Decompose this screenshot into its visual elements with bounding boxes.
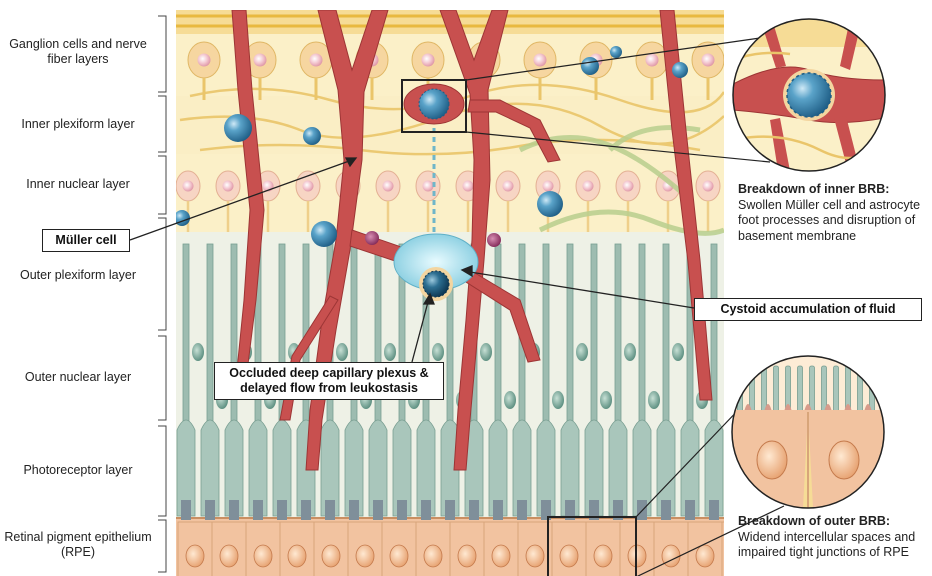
- layer-label-inner-plexiform: Inner plexiform layer: [4, 117, 152, 132]
- layer-label-rpe: Retinal pigment epithelium (RPE): [4, 530, 152, 560]
- rpe-cell: [518, 522, 552, 576]
- rpe-cell: [586, 522, 620, 576]
- inner-brb-note: Breakdown of inner BRB: Swollen Müller c…: [738, 182, 928, 244]
- layer-label-outer-nuclear: Outer nuclear layer: [4, 370, 152, 385]
- layer-label-outer-plexiform: Outer plexiform layer: [4, 268, 152, 283]
- layer-brackets: [158, 16, 166, 572]
- rpe-cell: [416, 522, 450, 576]
- layer-label-photoreceptor: Photoreceptor layer: [4, 463, 152, 478]
- outer-nucleus: [480, 343, 492, 361]
- outer-nucleus: [576, 343, 588, 361]
- rpe-cell: [382, 522, 416, 576]
- rpe-cell: [484, 522, 518, 576]
- outer-nucleus: [672, 343, 684, 361]
- rpe-cell: [314, 522, 348, 576]
- outer-nucleus: [432, 343, 444, 361]
- rpe-cell: [246, 522, 280, 576]
- occluded-capillary-top: [419, 89, 449, 119]
- inner-brb-body: Swollen Müller cell and astrocyte foot p…: [738, 198, 920, 243]
- rpe-cell: [654, 522, 688, 576]
- outer-nucleus: [600, 391, 612, 409]
- layer-label-inner-nuclear: Inner nuclear layer: [4, 177, 152, 192]
- rpe-cells: [178, 522, 756, 576]
- outer-nucleus: [336, 343, 348, 361]
- outer-nucleus: [624, 343, 636, 361]
- muller-cell-label: Müller cell: [42, 229, 130, 252]
- occluded-capillary-label: Occluded deep capillary plexus & delayed…: [214, 362, 444, 400]
- outer-brb-zoom-circle: [732, 356, 884, 510]
- rpe-cell: [348, 522, 382, 576]
- cystoid-fluid-label: Cystoid accumulation of fluid: [694, 298, 922, 321]
- outer-nucleus: [648, 391, 660, 409]
- inner-brb-zoom-circle: [733, 19, 885, 171]
- rpe-cell: [212, 522, 246, 576]
- rpe-cell: [178, 522, 212, 576]
- outer-nucleus: [552, 391, 564, 409]
- inner-brb-title: Breakdown of inner BRB:: [738, 182, 928, 198]
- outer-brb-title: Breakdown of outer BRB:: [738, 514, 928, 530]
- layer-label-ganglion: Ganglion cells and nerve fiber layers: [4, 37, 152, 67]
- occluded-deep-capillary: [423, 271, 449, 297]
- rpe-cell: [280, 522, 314, 576]
- outer-nucleus: [384, 343, 396, 361]
- outer-nucleus: [504, 391, 516, 409]
- outer-brb-note: Breakdown of outer BRB: Widend intercell…: [738, 514, 928, 561]
- outer-nucleus: [192, 343, 204, 361]
- rpe-cell: [552, 522, 586, 576]
- rpe-cell: [450, 522, 484, 576]
- outer-brb-body: Widend intercellular spaces and impaired…: [738, 530, 915, 560]
